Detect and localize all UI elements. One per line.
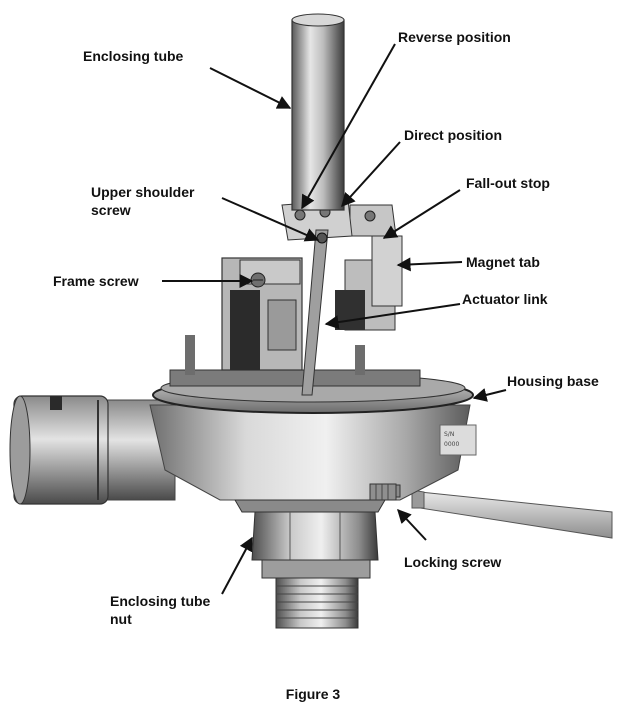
arrow-upper-shoulder-screw: [221, 197, 320, 242]
mechanism-frame: [169, 199, 421, 387]
enclosing-tube-nut: [251, 511, 379, 579]
arrow-actuator-link: [324, 303, 461, 330]
arrow-housing-base: [472, 388, 507, 402]
label-enclosing-tube-nut: Enclosing tube nut: [110, 592, 210, 628]
label-upper-shoulder-screw: Upper shoulder screw: [91, 183, 194, 219]
label-direct-position: Direct position: [404, 127, 503, 143]
arrow-enclosing-tube: [209, 67, 292, 109]
screwdriver: [411, 489, 613, 539]
housing-lower-body: S/N 0000: [149, 404, 477, 513]
locking-screw-part: [369, 483, 397, 501]
label-upper-shoulder-screw-line1: Upper shoulder: [91, 184, 195, 200]
side-connection-plug: [9, 395, 176, 505]
label-enclosing-tube-nut-line2: nut: [110, 611, 132, 627]
threaded-fitting: [275, 577, 359, 629]
svg-text:S/N: S/N: [444, 431, 454, 438]
label-locking-screw: Locking screw: [404, 554, 502, 570]
label-enclosing-tube-nut-line1: Enclosing tube: [110, 593, 211, 609]
arrow-reverse-position: [301, 43, 396, 210]
label-fall-out-stop: Fall-out stop: [466, 175, 550, 191]
label-upper-shoulder-screw-line2: screw: [91, 202, 131, 218]
arrow-locking-screw: [397, 508, 427, 541]
arrow-enclosing-tube-nut: [221, 536, 253, 595]
arrow-direct-position: [341, 141, 401, 208]
leader-arrows: [162, 43, 507, 595]
figure-caption: Figure 3: [285, 686, 341, 702]
label-frame-screw: Frame screw: [53, 273, 139, 289]
label-housing-base: Housing base: [507, 373, 599, 389]
label-enclosing-tube: Enclosing tube: [83, 48, 184, 64]
arrow-magnet-tab: [396, 257, 463, 272]
svg-text:0000: 0000: [444, 441, 459, 448]
label-actuator-link: Actuator link: [462, 291, 548, 307]
arrow-fall-out-stop: [382, 189, 461, 239]
label-magnet-tab: Magnet tab: [466, 254, 540, 270]
actuator-link-part: [301, 229, 329, 396]
label-reverse-position: Reverse position: [398, 29, 511, 45]
